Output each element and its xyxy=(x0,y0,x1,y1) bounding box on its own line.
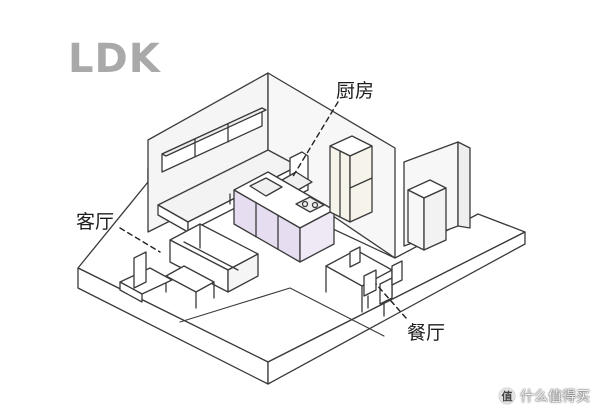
tall-unit-right xyxy=(407,179,447,251)
living-room-label: 客厅 xyxy=(76,211,115,233)
sofa xyxy=(169,223,259,293)
kitchen-island xyxy=(233,171,335,263)
watermark-text: 什么值得买 xyxy=(520,389,590,405)
dining-leader-line xyxy=(375,283,407,319)
tv-unit xyxy=(119,251,173,303)
dining-set xyxy=(325,246,403,317)
upper-cabinets xyxy=(161,107,267,173)
diagram-title: LDK xyxy=(68,36,161,82)
watermark: 值 什么值得买 xyxy=(499,386,590,406)
kitchen-label: 厨房 xyxy=(336,80,375,102)
kitchen-leader-line xyxy=(291,101,339,179)
leader-lines xyxy=(119,101,407,319)
refrigerator xyxy=(329,135,373,223)
living-leader-line xyxy=(119,227,161,253)
watermark-logo-icon: 值 xyxy=(499,388,515,404)
dining-room-label: 餐厅 xyxy=(407,322,446,344)
coffee-table xyxy=(165,265,215,309)
